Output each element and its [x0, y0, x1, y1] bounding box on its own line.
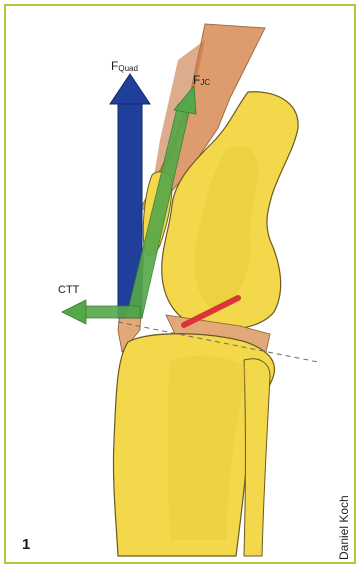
figure-number: 1	[22, 536, 30, 553]
label-f-quad-sub: Quad	[118, 64, 138, 73]
label-f-quad-main: F	[111, 59, 118, 73]
label-ctt: CTT	[58, 284, 80, 296]
label-f-jc-main: F	[193, 73, 200, 87]
label-f-quad: FQuad	[111, 59, 138, 73]
label-f-jc-sub: JC	[200, 78, 210, 87]
image-credit: Daniel Koch	[337, 495, 351, 560]
fibula	[244, 359, 270, 556]
